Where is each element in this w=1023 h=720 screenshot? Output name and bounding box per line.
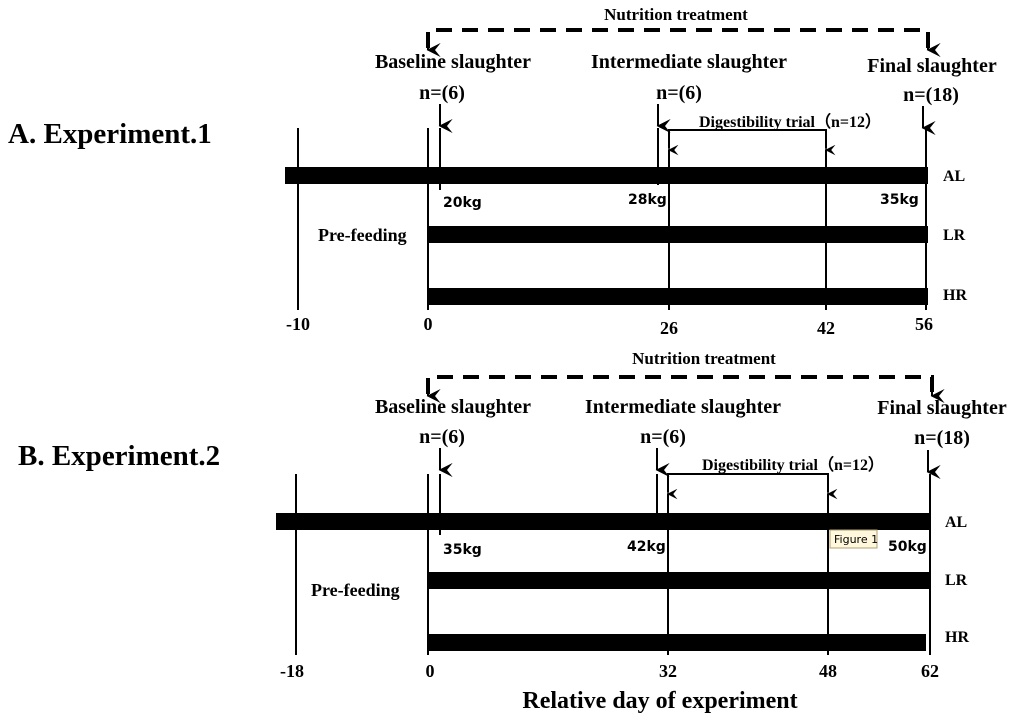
- x-axis-label: Relative day of experiment: [522, 688, 797, 714]
- experiment-2-title: B. Experiment.2: [18, 440, 220, 472]
- exp1-intermediate-slaughter-label: Intermediate slaughter: [591, 51, 787, 73]
- exp1-bar-lr: [428, 226, 928, 243]
- exp1-prefeeding-label: Pre-feeding: [318, 225, 407, 245]
- experiment-1-title: A. Experiment.1: [8, 118, 212, 150]
- exp2-final-weight: 50kg: [888, 539, 927, 555]
- exp1-digestibility-label: Digestibility trial（n=12）: [699, 113, 881, 131]
- figure-tooltip: Figure 1: [829, 529, 878, 549]
- exp2-intermediate-weight: 42kg: [627, 539, 666, 555]
- exp1-bar-hr: [428, 288, 928, 305]
- exp2-nutrition-bracket: [426, 375, 945, 403]
- exp2-tick-32: 32: [659, 661, 677, 681]
- exp2-group-hr: HR: [945, 629, 969, 646]
- exp2-final-slaughter-label: Final slaughter: [877, 397, 1007, 419]
- exp2-intermediate-slaughter-label: Intermediate slaughter: [585, 396, 781, 418]
- exp2-prefeeding-label: Pre-feeding: [311, 580, 400, 600]
- exp2-baseline-weight: 35kg: [443, 542, 482, 558]
- exp1-baseline-n: n=(6): [419, 82, 465, 104]
- exp1-group-lr: LR: [943, 227, 966, 244]
- exp1-tick-neg10: -10: [286, 314, 310, 334]
- exp2-intermediate-n: n=(6): [640, 426, 686, 448]
- exp1-tick-56: 56: [915, 314, 933, 334]
- exp2-digestibility-bracket: [667, 473, 829, 492]
- exp2-tick-neg18: -18: [280, 661, 304, 681]
- exp1-final-slaughter-label: Final slaughter: [867, 55, 997, 77]
- exp2-tick-62: 62: [921, 661, 939, 681]
- exp1-final-n: n=(18): [903, 84, 959, 106]
- exp1-intermediate-weight: 28kg: [628, 192, 667, 208]
- exp1-intermediate-n: n=(6): [656, 82, 702, 104]
- experiment-1-panel: A. Experiment.1 Nutrition treatment Base…: [8, 5, 997, 338]
- exp2-bar-hr: [428, 634, 926, 651]
- exp2-group-lr: LR: [945, 572, 968, 589]
- exp1-bar-al: [285, 167, 928, 184]
- exp2-baseline-n: n=(6): [419, 426, 465, 448]
- exp1-baseline-weight: 20kg: [443, 195, 482, 211]
- figure-tooltip-text: Figure 1: [834, 533, 878, 546]
- exp1-final-weight: 35kg: [880, 192, 919, 208]
- exp2-nutrition-treatment-label: Nutrition treatment: [632, 349, 776, 368]
- exp2-tick-0: 0: [426, 661, 435, 681]
- exp1-nutrition-treatment-label: Nutrition treatment: [604, 5, 748, 24]
- exp1-baseline-slaughter-label: Baseline slaughter: [375, 51, 531, 73]
- exp1-digestibility-bracket: [668, 129, 827, 148]
- exp2-tick-48: 48: [819, 661, 837, 681]
- experiment-2-panel: B. Experiment.2 Nutrition treatment Base…: [18, 349, 1007, 681]
- exp2-bar-lr: [428, 572, 930, 589]
- exp1-tick-42: 42: [817, 318, 835, 338]
- exp2-final-n: n=(18): [914, 427, 970, 449]
- exp1-nutrition-bracket: [426, 28, 941, 57]
- exp2-bar-al: [276, 513, 930, 530]
- exp1-group-al: AL: [943, 168, 965, 185]
- exp1-group-hr: HR: [943, 287, 967, 304]
- exp2-baseline-slaughter-label: Baseline slaughter: [375, 396, 531, 418]
- exp1-tick-0: 0: [424, 314, 433, 334]
- exp1-tick-26: 26: [660, 318, 678, 338]
- exp2-group-al: AL: [945, 514, 967, 531]
- exp2-digestibility-label: Digestibility trial（n=12）: [702, 456, 884, 474]
